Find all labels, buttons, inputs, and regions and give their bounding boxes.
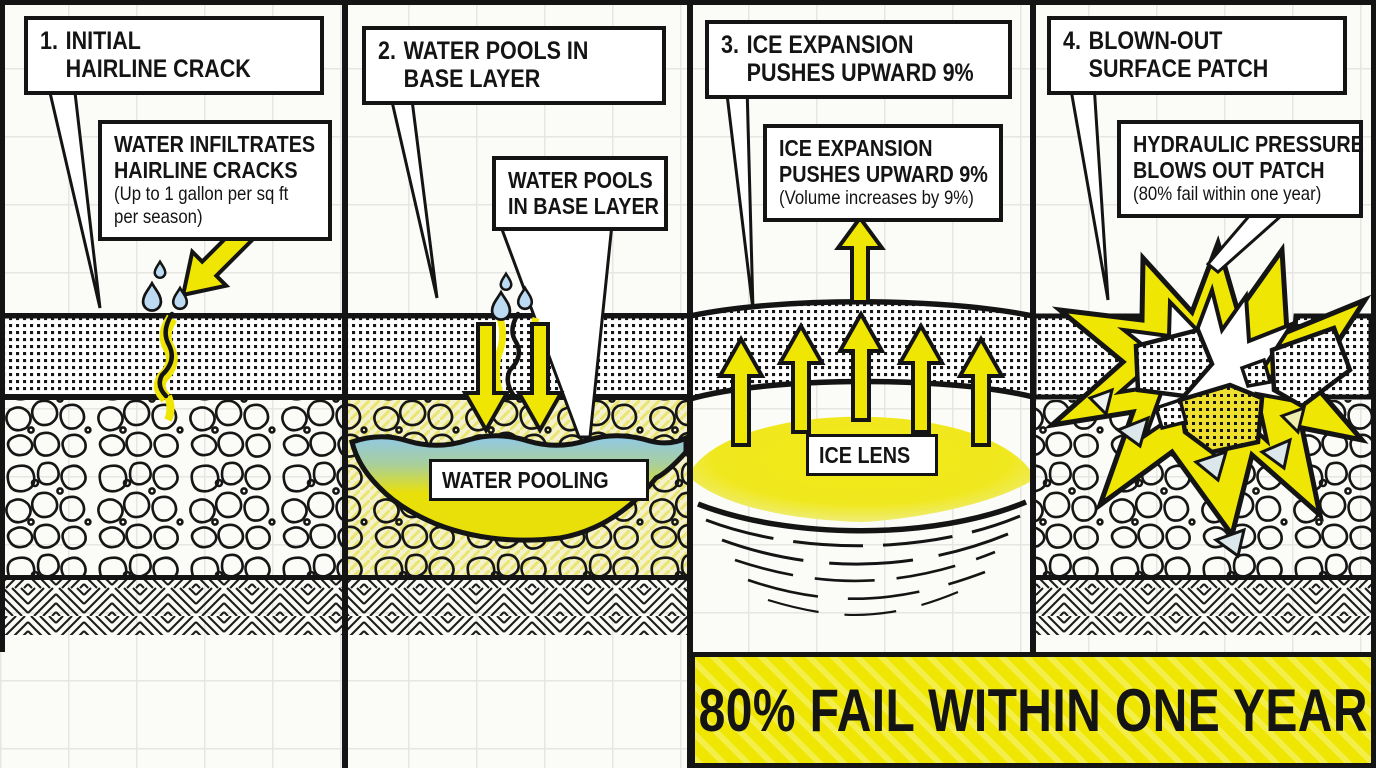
base-layer: [4, 400, 344, 575]
callout-line: WATER INFILTRATES: [114, 131, 316, 157]
title-line: INITIAL: [65, 27, 141, 55]
title-line: BASE LAYER: [403, 65, 541, 93]
callout-note: (Up to 1 gallon per sq ft: [114, 182, 289, 205]
callout-line: ICE EXPANSION: [779, 135, 933, 161]
title-line: PUSHES UPWARD 9%: [746, 59, 974, 87]
ejected-patch-chunk: [1177, 382, 1265, 455]
title-line: WATER POOLS IN: [403, 37, 589, 65]
callout-tail: [386, 82, 439, 299]
callout-line: WATER POOLS: [508, 167, 653, 193]
ice-lens-label: ICE LENS: [806, 434, 939, 476]
step-number: 2.: [378, 37, 396, 65]
title-line: ICE EXPANSION: [746, 31, 914, 59]
callout-tail: [724, 84, 755, 311]
panel3-title-box: 3. ICE EXPANSION PUSHES UPWARD 9%: [705, 20, 1012, 99]
upward-push-arrow-icon: [836, 216, 884, 304]
callout-note: (80% fail within one year): [1133, 182, 1322, 205]
callout-line: HAIRLINE CRACKS: [114, 156, 298, 183]
callout-tail: [1068, 82, 1110, 301]
panel3-callout-box: ICE EXPANSION PUSHES UPWARD 9% (Volume i…: [763, 124, 1003, 222]
flying-debris: [1087, 325, 1353, 559]
callout-note: per season): [114, 205, 203, 228]
compressed-strata-lines: [696, 499, 1028, 617]
crack: [505, 311, 522, 399]
panel4-title-box: 4. BLOWN-OUT SURFACE PATCH: [1047, 16, 1347, 95]
title-line: SURFACE PATCH: [1088, 55, 1269, 83]
callout-line: IN BASE LAYER: [508, 192, 659, 219]
panel4-art: [1031, 82, 1374, 635]
subgrade-layer: [1036, 580, 1371, 635]
failure-stat-banner: 80% FAIL WITHIN ONE YEAR: [690, 652, 1376, 768]
step-number: 3.: [721, 31, 739, 59]
panel2-callout-box: WATER POOLS IN BASE LAYER: [492, 156, 668, 231]
hairline-crack: [157, 311, 175, 399]
callout-line: BLOWS OUT PATCH: [1133, 156, 1325, 183]
callout-line: HYDRAULIC PRESSURE: [1133, 131, 1364, 157]
panel1-title-box: 1. INITIAL HAIRLINE CRACK: [24, 16, 324, 95]
title-line: HAIRLINE CRACK: [65, 55, 251, 83]
banner-text: 80% FAIL WITHIN ONE YEAR: [698, 676, 1368, 744]
callout-note: (Volume increases by 9%): [779, 186, 974, 209]
water-pooling-label: WATER POOLING: [429, 459, 649, 501]
step-number: 4.: [1063, 27, 1081, 55]
title-line: BLOWN-OUT: [1088, 27, 1223, 55]
panel2-title-box: 2. WATER POOLS IN BASE LAYER: [362, 26, 666, 105]
step-number: 1.: [40, 27, 58, 55]
callout-tail: [46, 82, 102, 309]
panel4-callout-box: HYDRAULIC PRESSURE BLOWS OUT PATCH (80% …: [1117, 120, 1364, 218]
panel1-callout-box: WATER INFILTRATES HAIRLINE CRACKS (Up to…: [98, 120, 332, 241]
water-droplets-icon: [141, 260, 189, 312]
callout-line: PUSHES UPWARD 9%: [779, 160, 988, 187]
